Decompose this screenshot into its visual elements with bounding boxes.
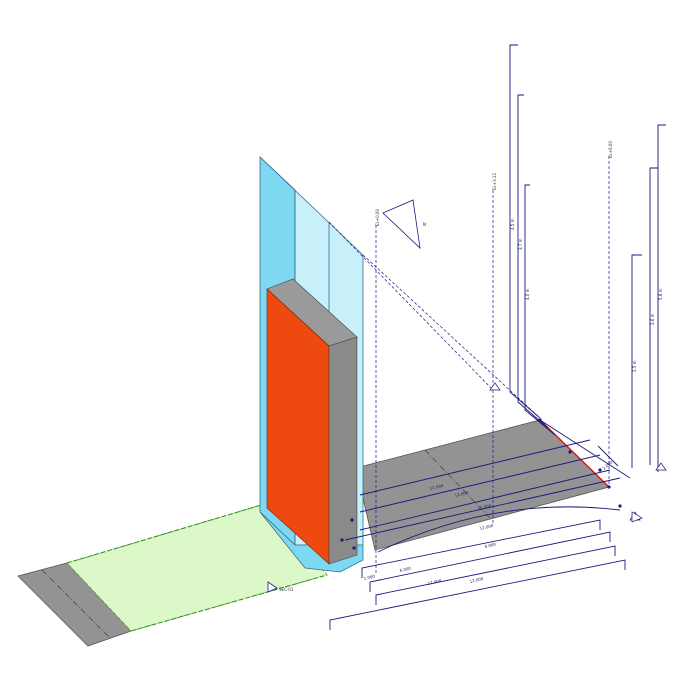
plan-dim-3: 12.000 <box>477 503 492 511</box>
vertical-dim-6: 2.5 m <box>632 360 637 372</box>
vertical-dim-1: 4.5 m <box>510 218 515 230</box>
plan-dim-2: 12.000 <box>454 490 469 498</box>
bottom-dimensions <box>329 519 626 630</box>
projection-line-1 <box>362 254 541 419</box>
dimension-nodes <box>340 418 622 550</box>
projection-line-2 <box>328 221 494 391</box>
plan-dim-7: 12.000 <box>427 578 442 586</box>
vertical-dim-4: 5.8 m <box>658 288 663 300</box>
level-tag-3: EL+6.00 <box>608 141 613 158</box>
section-marker-label: SEC-01 <box>279 587 294 592</box>
column-side-face <box>328 336 358 565</box>
plan-dim-5: 6.000 <box>484 541 497 549</box>
plan-dim-4: 12.000 <box>479 523 494 531</box>
right-slab-centerline <box>424 449 491 519</box>
vertical-dim-2: 3.7 m <box>518 238 523 250</box>
level-marker-icon-2 <box>655 462 667 471</box>
vertical-dim-3: 4.0 m <box>525 288 530 300</box>
slope-triangle <box>382 199 421 250</box>
plan-dimensions <box>344 419 631 553</box>
section-marker-icon <box>267 581 278 593</box>
level-tag-2: EL+3.12 <box>492 173 497 190</box>
vertical-dimensions <box>509 44 666 472</box>
plan-dim-8: 12.000 <box>469 576 484 584</box>
level-tag-1: EL+0.00 <box>375 209 380 226</box>
vertical-dim-5: 3.6 m <box>650 313 655 325</box>
slope-label: N <box>423 222 426 227</box>
plan-dim-1: 12.000 <box>429 483 444 491</box>
red-edge <box>539 419 610 488</box>
level-marker-icon-1 <box>489 382 501 391</box>
plan-dim-9: 2.000 <box>601 459 613 470</box>
plan-dim-10: 1.000 <box>363 573 376 581</box>
plan-dim-6: 6.000 <box>399 565 412 573</box>
floor-centerline <box>41 569 111 639</box>
green-dash-edge-bottom <box>130 574 328 632</box>
end-marker-icon <box>631 511 643 523</box>
